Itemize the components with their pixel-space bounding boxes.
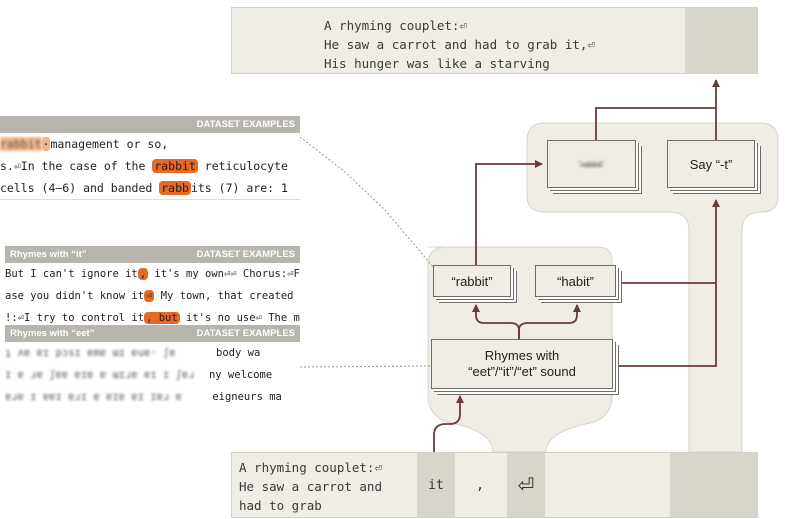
example-blurred: ɪ ɐ ɹɐ ʃɐɐ ɐɪɐ ɐ ɯɪɹɐ ɐɪ ɪ ʃɐɹ xyxy=(5,369,201,381)
input-text-box: A rhyming couplet:⏎ He saw a carrot and … xyxy=(231,452,758,518)
token-comma: , xyxy=(476,477,484,493)
rhymes-label-1: Rhymes with xyxy=(484,348,560,363)
it-dataset-panel: Rhymes with “it” DATASET EXAMPLES But I … xyxy=(5,246,300,326)
example-row: !:⏎I try to control it, but it's no use⏎… xyxy=(5,307,300,326)
input-line-1: A rhyming couplet:⏎ xyxy=(239,460,382,475)
output-line-1: A rhyming couplet:⏎ xyxy=(324,18,467,33)
input-line-3: had to grab xyxy=(239,498,322,513)
edge-unknown-output xyxy=(595,107,716,140)
example-row: s.⏎In the case of the rabbit reticulocyt… xyxy=(0,155,300,177)
example-row: rabbit·management or so, xyxy=(0,133,300,155)
example-suffix: its (7) are: 1 xyxy=(190,181,288,195)
example-row: ase you didn't know it⏎ My town, that cr… xyxy=(5,285,300,307)
edge-rabbit-top xyxy=(475,160,543,265)
output-text-box: A rhyming couplet:⏎ He saw a carrot and … xyxy=(231,7,758,74)
example-row: ɪ ɐ ɹɐ ʃɐɐ ɐɪɐ ɐ ɯɪɹɐ ɐɪ ɪ ʃɐɹ ny welcom… xyxy=(5,364,300,386)
example-prefix: ase you didn't know it xyxy=(5,290,145,302)
panel-header-label: DATASET EXAMPLES xyxy=(196,119,295,130)
example-highlight: rabbit xyxy=(152,159,198,173)
say-t-label: Say “-t” xyxy=(689,156,733,172)
edge-rhymes-sayt xyxy=(615,199,720,367)
output-text: A rhyming couplet:⏎ He saw a carrot and … xyxy=(324,16,595,73)
example-highlight: , but xyxy=(144,312,180,324)
output-line-2: He saw a carrot and had to grab it,⏎ xyxy=(324,37,595,52)
panel-header-title: Rhymes with “it” xyxy=(10,249,87,260)
panel-header-label: DATASET EXAMPLES xyxy=(196,249,295,260)
example-prefix: s.⏎In the case of the xyxy=(0,159,153,173)
example-blurred: ʇ ʌɐ ɐɪ pɔsɪ ɐmɐ ɯɪ ɐuɐ· ʃɐ xyxy=(5,347,183,359)
panel-header-title: Rhymes with “eet” xyxy=(10,328,95,339)
feature-unknown-label: “̶r̶a̶b̶b̶i̶t̶” xyxy=(578,159,605,169)
feature-rabbit-node: “rabbit” xyxy=(433,265,511,297)
panel-header-label: DATASET EXAMPLES xyxy=(196,328,295,339)
example-row: ʇ ʌɐ ɐɪ pɔsɪ ɐmɐ ɯɪ ɐuɐ· ʃɐ body wa xyxy=(5,342,300,364)
example-highlight: , xyxy=(137,268,149,280)
feature-say-t-node: Say “-t” xyxy=(667,140,755,188)
token-next-slot xyxy=(670,453,758,517)
eet-dataset-panel: Rhymes with “eet” DATASET EXAMPLES ʇ ʌɐ … xyxy=(5,325,300,403)
example-highlight: · xyxy=(41,137,51,151)
edge-input-rhymes xyxy=(433,395,464,452)
example-suffix: My town, that created all xyxy=(160,290,300,302)
example-prefix: rabbit xyxy=(0,137,42,151)
output-line-3: His hunger was like a starving xyxy=(324,56,550,71)
example-suffix: eigneurs ma xyxy=(212,391,282,403)
feature-unknown-node: “̶r̶a̶b̶b̶i̶t̶” xyxy=(547,140,636,188)
example-highlight: rabb xyxy=(159,181,191,195)
leader-rhymes xyxy=(299,365,431,368)
example-highlight: ⏎ xyxy=(144,290,155,302)
example-prefix: !:⏎I try to control it xyxy=(5,312,145,324)
example-blurred: ɐɹɐ ɪ ɐɐɪ ɐɹɪ ɐ ɐɪɐ ɐɪ ɪɐɹ ɐ xyxy=(5,391,189,403)
feature-habit-node: “habit” xyxy=(535,265,616,297)
input-prompt: A rhyming couplet:⏎ He saw a carrot and … xyxy=(239,458,382,515)
example-suffix: reticulocyte xyxy=(197,159,288,173)
example-row: ɐɹɐ ɪ ɐɐɪ ɐɹɪ ɐ ɐɪɐ ɐɪ ɪɐɹ ɐ eigneurs ma xyxy=(5,386,300,403)
example-suffix: management or so, xyxy=(50,137,169,151)
example-row: But I can't ignore it, it's my own⏎⏎ Cho… xyxy=(5,263,300,285)
token-newline: ⏎ xyxy=(507,453,545,517)
habit-label: “habit” xyxy=(557,273,594,289)
example-prefix: cells (4–6) and banded xyxy=(0,181,160,195)
panel-header: Rhymes with “eet” DATASET EXAMPLES xyxy=(5,325,300,342)
edge-rhymes-habit xyxy=(518,304,581,339)
example-suffix: it's no use⏎ The mor xyxy=(179,312,300,324)
rabbit-label: “rabbit” xyxy=(451,273,493,289)
example-suffix: ny welcome xyxy=(208,369,273,381)
feature-rhymes-node: Rhymes with “eet”/“it”/“et” sound xyxy=(431,339,613,389)
input-line-2: He saw a carrot and xyxy=(239,479,382,494)
rhymes-label-2: “eet”/“it”/“et” sound xyxy=(468,364,576,379)
example-prefix: But I can't ignore it xyxy=(5,268,138,280)
leader-rabbit xyxy=(299,136,435,269)
panel-header: DATASET EXAMPLES xyxy=(0,116,300,133)
rabbit-dataset-panel: DATASET EXAMPLES rabbit·management or so… xyxy=(0,116,300,200)
example-suffix: it's my own⏎⏎ Chorus:⏎F xyxy=(148,268,300,280)
token-it: it xyxy=(417,453,455,517)
output-token-slot xyxy=(685,8,757,73)
panel-header: Rhymes with “it” DATASET EXAMPLES xyxy=(5,246,300,263)
example-suffix: body wa xyxy=(216,347,261,359)
